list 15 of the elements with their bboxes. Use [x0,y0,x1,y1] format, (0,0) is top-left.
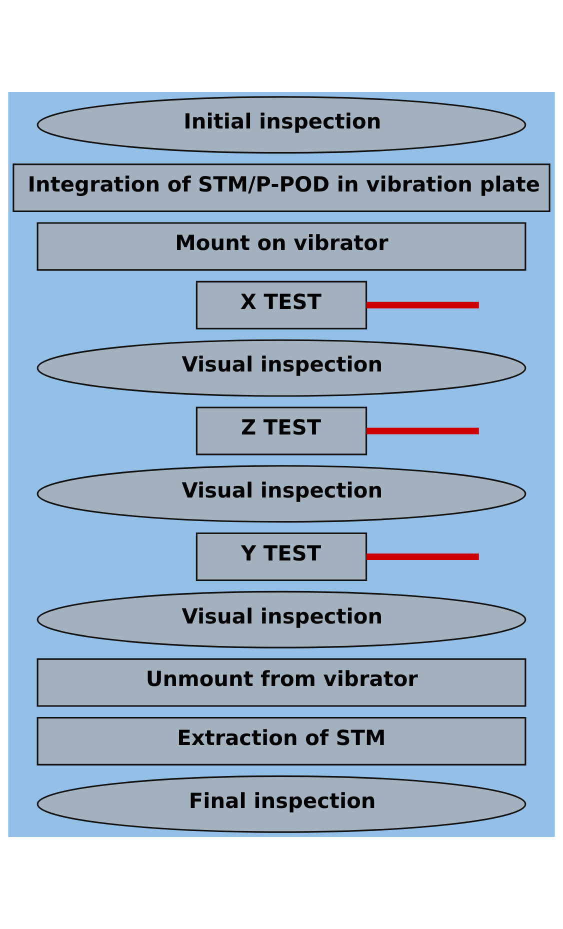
node-ellipse: Visual inspection [36,465,526,523]
node-box: Extraction of STM [36,716,526,766]
node-box: Mount on vibrator [36,222,526,271]
node-box: X TEST [196,280,368,330]
node-ellipse: Initial inspection [36,96,526,154]
node-ellipse: Visual inspection [36,590,526,648]
connector [366,553,479,560]
connector [366,428,479,434]
connector [366,302,479,308]
node-box: Integration of STM/P-POD in vibration plate [12,164,550,212]
node-box: Y TEST [196,532,368,581]
node-ellipse: Final inspection [36,775,526,833]
node-box: Z TEST [196,406,368,456]
node-box: Unmount from vibrator [36,658,526,707]
node-ellipse: Visual inspection [36,339,526,397]
